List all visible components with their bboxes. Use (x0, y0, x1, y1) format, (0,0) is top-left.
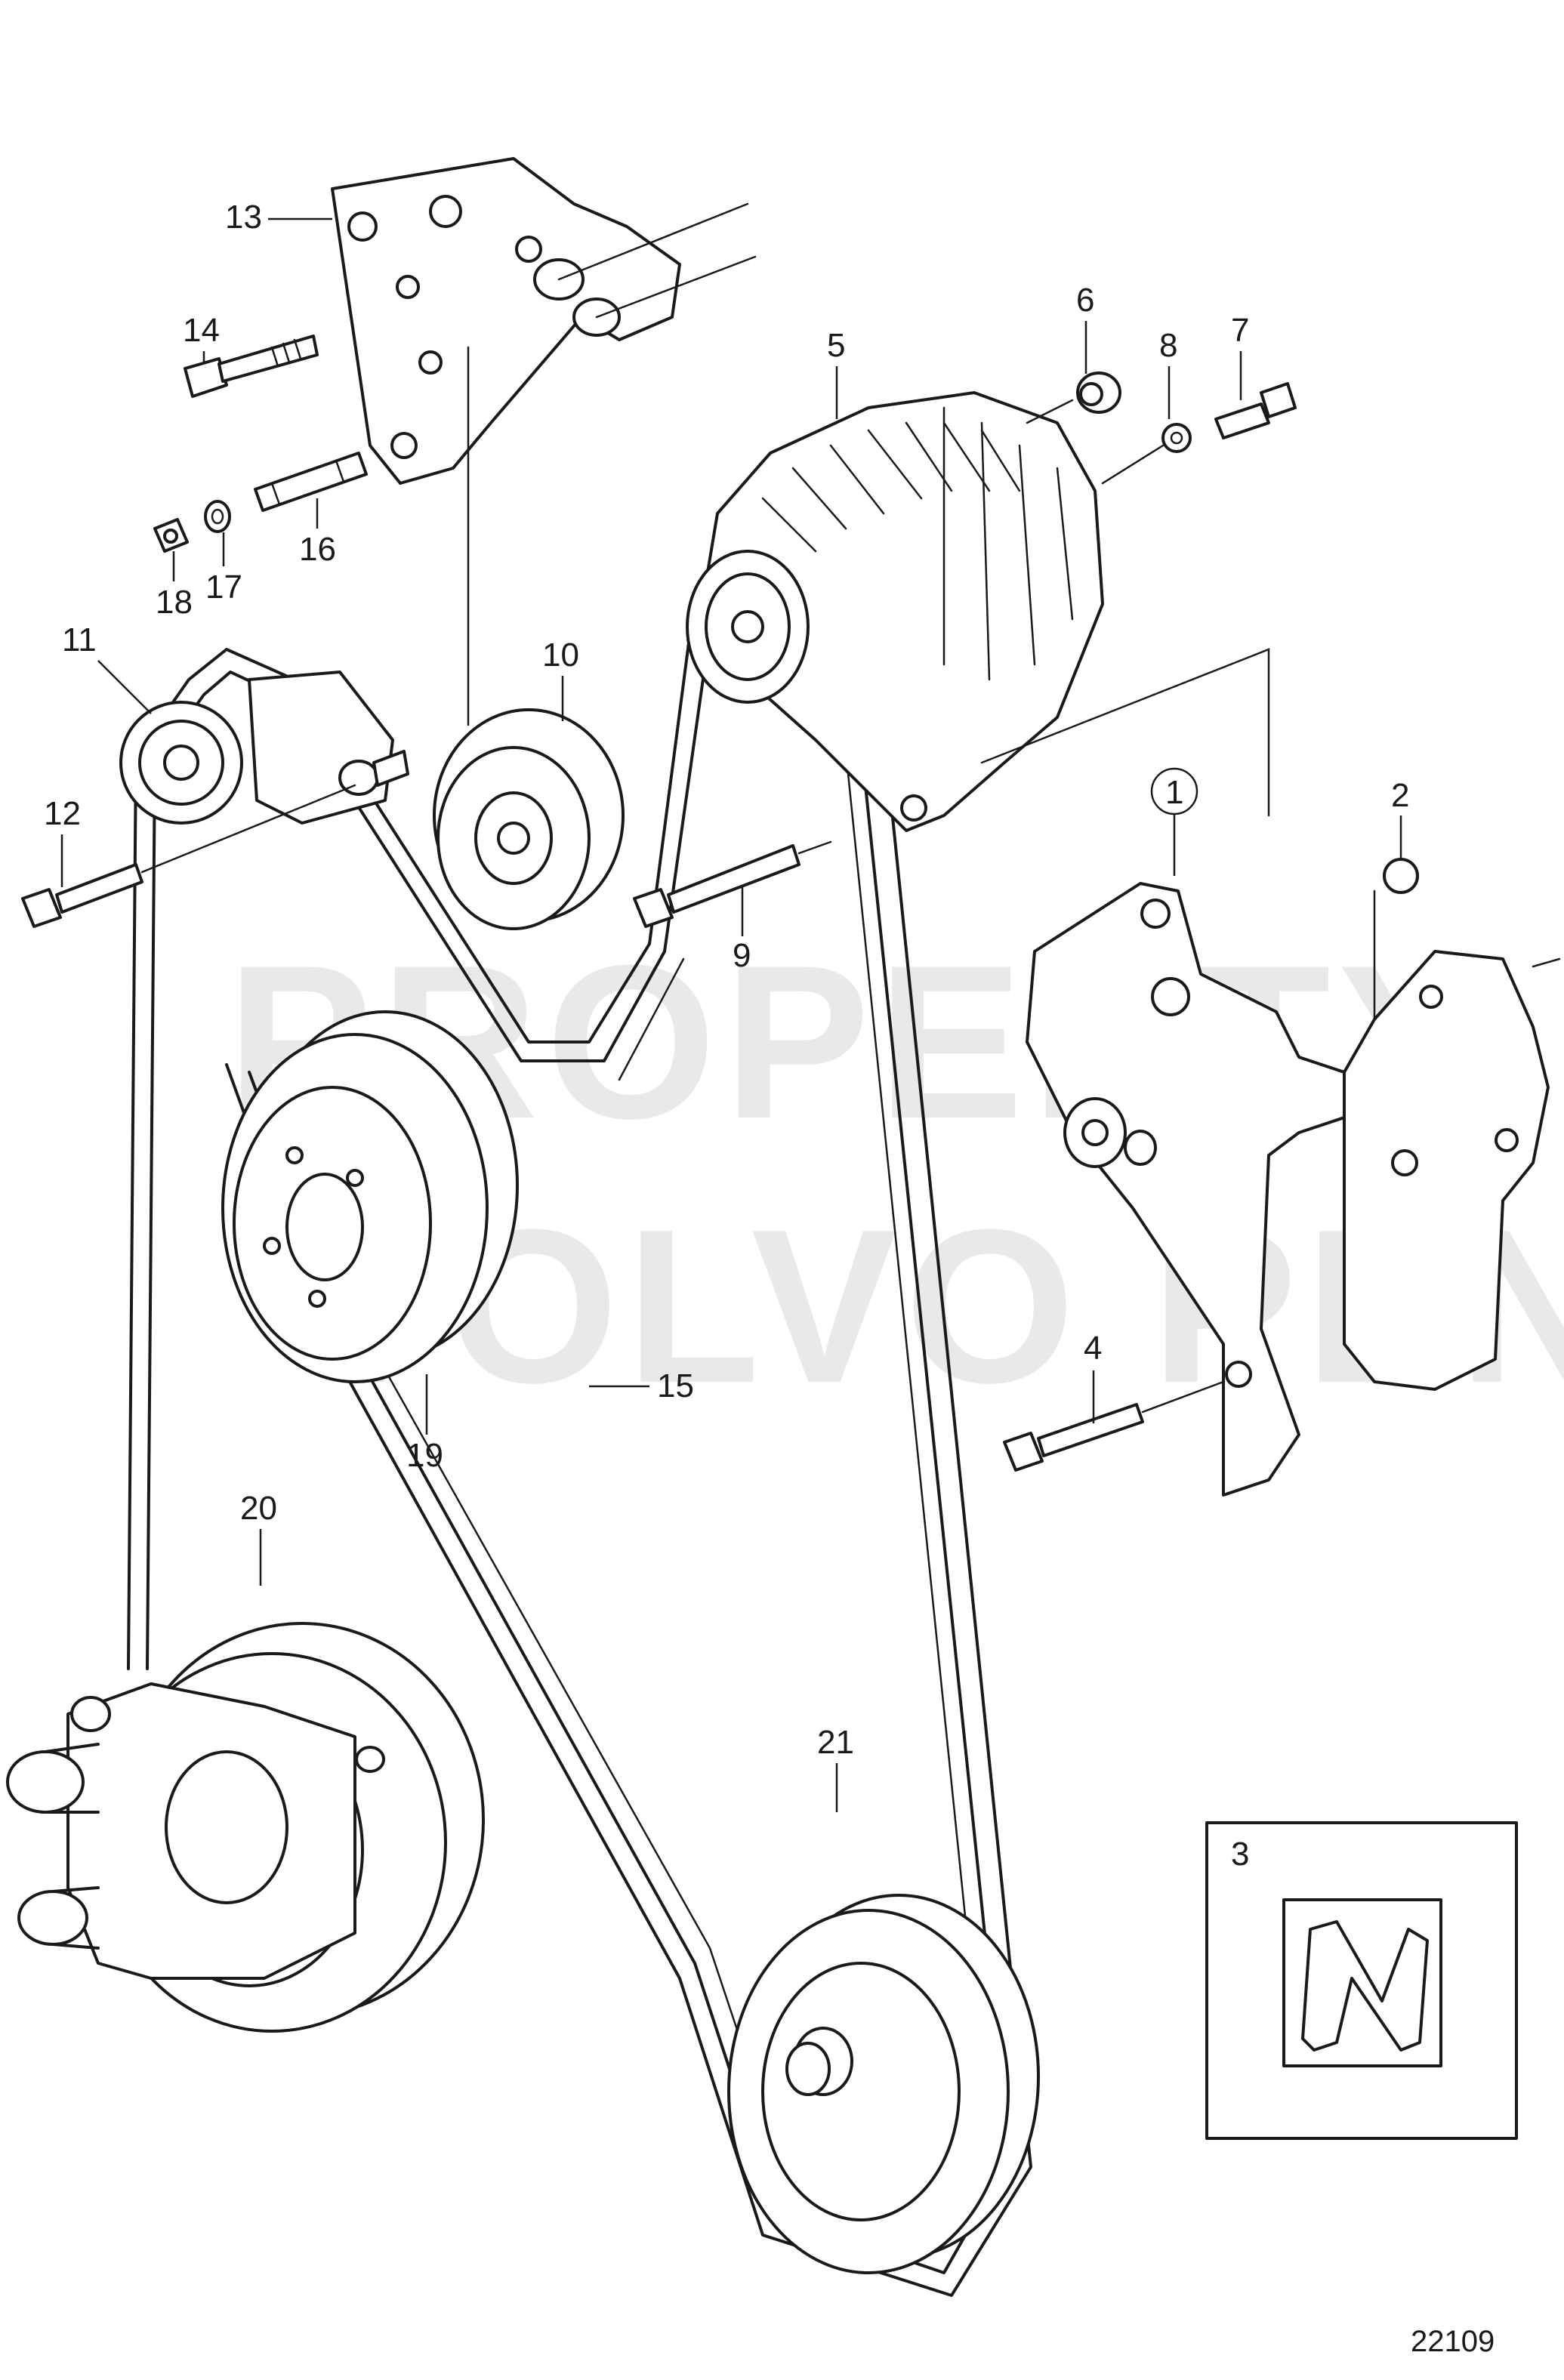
callout-6: 6 (1076, 282, 1094, 319)
callout-2: 2 (1391, 777, 1409, 814)
callout-3: 3 (1231, 1836, 1249, 1873)
callout-19: 19 (406, 1437, 443, 1474)
idler-pulley-10 (433, 708, 625, 930)
tensioner-11 (119, 671, 409, 825)
callout-8: 8 (1159, 327, 1177, 364)
callout-15: 15 (657, 1367, 694, 1404)
callouts: 1 2 3 4 5 6 7 8 9 10 11 12 13 14 15 16 1… (44, 199, 1409, 1873)
callout-11: 11 (62, 621, 97, 658)
callout-5: 5 (827, 327, 845, 364)
bolt-4 (1003, 1380, 1225, 1472)
crankshaft-pulley-19 (221, 1010, 519, 1383)
inset-3-belt-routing (1205, 1821, 1518, 2140)
callout-7: 7 (1231, 312, 1249, 349)
callout-14: 14 (183, 312, 220, 349)
callout-16: 16 (299, 531, 336, 568)
bolt-9 (633, 840, 832, 928)
spacer-6 (1026, 371, 1121, 424)
alternator-5 (686, 391, 1270, 832)
cap-2 (1373, 858, 1419, 1021)
nut-18 (153, 518, 189, 553)
callout-10: 10 (542, 637, 579, 674)
water-pump-20 (6, 1622, 485, 2033)
callout-17: 17 (205, 569, 242, 606)
mounting-bracket-1 (1026, 882, 1346, 1497)
callout-13: 13 (225, 199, 262, 236)
callout-4: 4 (1084, 1330, 1102, 1367)
bolt-7 (1214, 382, 1297, 439)
pulley-21 (727, 1894, 1040, 2274)
stud-16 (254, 452, 368, 512)
toothed-washer-8 (1101, 423, 1192, 485)
bracket-13 (331, 157, 757, 726)
callout-20: 20 (240, 1490, 277, 1527)
engine-mount-2 (1343, 950, 1561, 1391)
callout-12: 12 (44, 795, 81, 832)
bolt-12 (21, 784, 356, 928)
callout-9: 9 (733, 937, 751, 974)
callout-18: 18 (156, 584, 193, 621)
callout-21: 21 (817, 1724, 854, 1761)
callout-1: 1 (1165, 774, 1183, 811)
bolt-14 (184, 334, 319, 398)
washer-17 (204, 500, 231, 533)
figure-number: 22109 (1411, 2325, 1495, 2358)
